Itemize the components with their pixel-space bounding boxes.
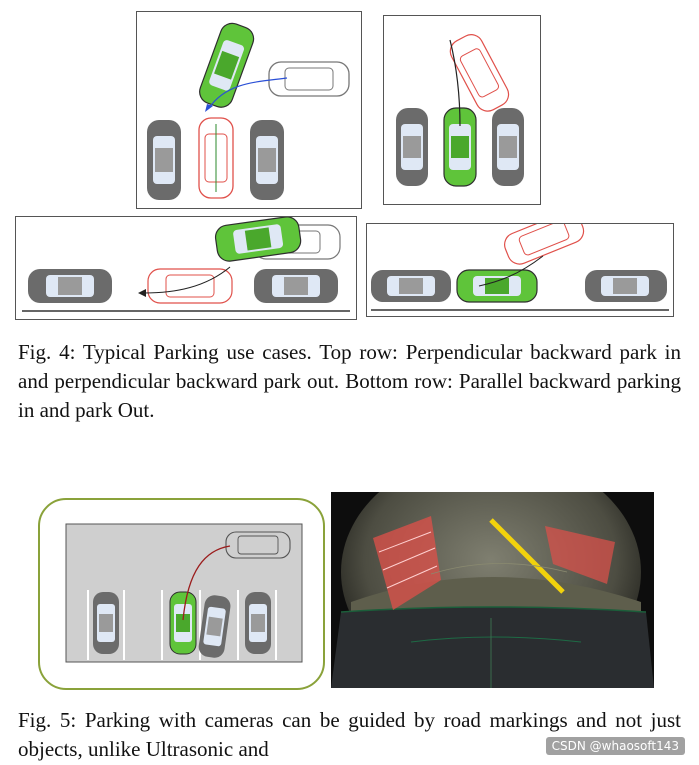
fig4-diagram-parallel-in — [22, 217, 350, 312]
ego-car — [214, 217, 302, 262]
ego-car — [169, 591, 197, 655]
fig5-caption: Fig. 5: Parking with cameras can be guid… — [18, 706, 681, 764]
fig4-panel-perpendicular-park-out — [383, 15, 541, 205]
parked-car — [492, 108, 524, 186]
parked-car — [93, 592, 119, 654]
fig5-caption-text: Parking with cameras can be guided by ro… — [18, 708, 681, 761]
fig5-fisheye-image — [331, 492, 654, 688]
fig4-panel-parallel-park-out — [366, 223, 674, 317]
start-car-outline — [225, 531, 291, 559]
fig5-lot-drawing — [65, 523, 303, 663]
start-car-outline — [268, 61, 350, 97]
ego-car — [456, 269, 538, 303]
parked-car — [245, 592, 271, 654]
target-car-outline — [198, 117, 234, 199]
fig4-diagram-parallel-out — [371, 224, 669, 311]
parked-car — [250, 120, 284, 200]
fig5-camera-view — [331, 492, 654, 688]
fig5-parking-lot-diagram — [38, 498, 325, 690]
parked-car — [585, 270, 667, 302]
fig4-diagram-park-out — [396, 34, 524, 187]
exit-car-outline — [449, 34, 510, 112]
parked-car — [147, 120, 181, 200]
exit-car-outline — [504, 224, 585, 265]
ego-car — [443, 107, 477, 187]
fig4-diagram-park-in — [147, 22, 350, 200]
ego-car — [199, 22, 255, 108]
fig4-caption-text: Typical Parking use cases. Top row: Perp… — [18, 340, 681, 422]
parked-car — [396, 108, 428, 186]
parked-car — [254, 269, 338, 303]
fig5-caption-label: Fig. 5: — [18, 708, 77, 732]
fig4-caption: Fig. 4: Typical Parking use cases. Top r… — [18, 338, 681, 425]
watermark-label: CSDN @whaosoft143 — [545, 737, 685, 755]
target-car-outline — [147, 268, 233, 304]
fig4-panel-parallel-park-in — [15, 216, 357, 320]
parked-car — [371, 270, 451, 302]
fig4-panel-perpendicular-park-in — [136, 11, 362, 209]
fig4-caption-label: Fig. 4: — [18, 340, 76, 364]
parked-car — [28, 269, 112, 303]
parked-car — [198, 595, 231, 658]
